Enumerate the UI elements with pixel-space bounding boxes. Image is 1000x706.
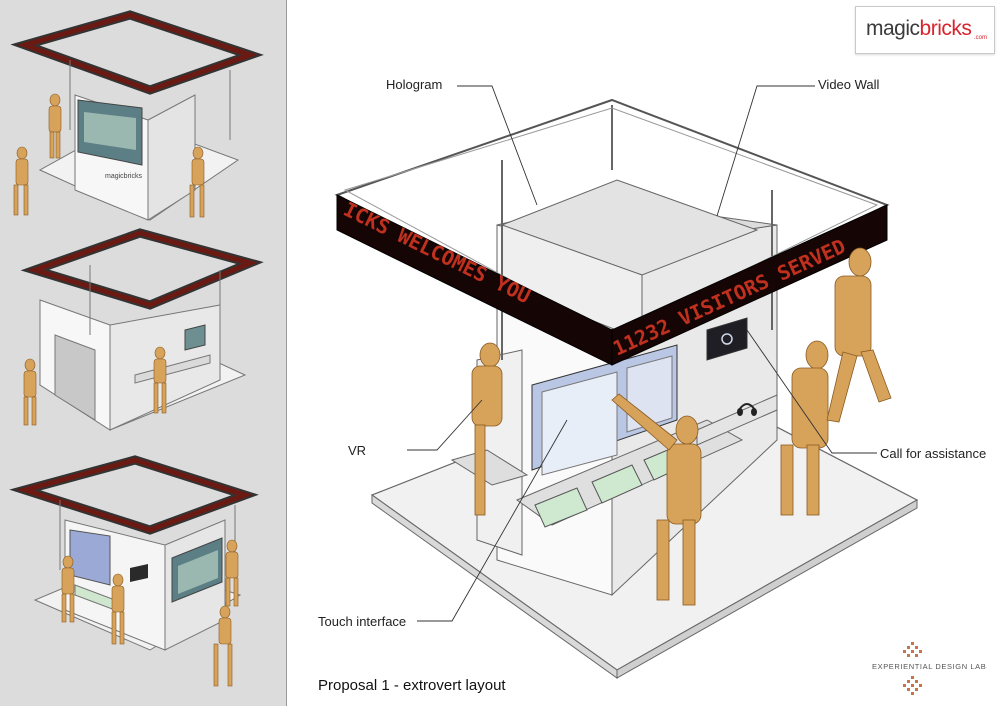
- thumbnail-view-3: [0, 450, 286, 706]
- logo-wordmark: magicbricks: [866, 17, 972, 40]
- callout-call-for-assistance: Call for assistance: [880, 446, 987, 461]
- main-drawing-panel: ICKS WELCOMES YOU 11232 VISITORS SERVED: [287, 0, 1000, 706]
- callout-touch-interface: Touch interface: [318, 614, 407, 629]
- booth-logo-text: magicbricks: [105, 173, 142, 180]
- logo-suffix: .com: [974, 35, 988, 41]
- callout-hologram: Hologram: [386, 77, 443, 92]
- callout-vr: VR: [348, 443, 367, 458]
- experiential-design-lab-logo: [903, 642, 922, 695]
- visitor-figures: [471, 247, 892, 606]
- thumbnail-panel: magicbricks: [0, 0, 287, 706]
- booth-drawing: ICKS WELCOMES YOU 11232 VISITORS SERVED: [334, 85, 919, 679]
- headphones-icon: [737, 403, 757, 416]
- magicbricks-logo: magicbricks .com: [855, 6, 995, 54]
- proposal-caption: Proposal 1 - extrovert layout: [318, 677, 506, 694]
- callout-leaders: [407, 85, 877, 622]
- thumbnail-view-1: magicbricks: [0, 0, 286, 235]
- lab-name: EXPERIENTIAL DESIGN LAB: [872, 662, 987, 671]
- callout-video-wall: Video Wall: [818, 77, 880, 92]
- thumbnail-view-2: [0, 225, 286, 450]
